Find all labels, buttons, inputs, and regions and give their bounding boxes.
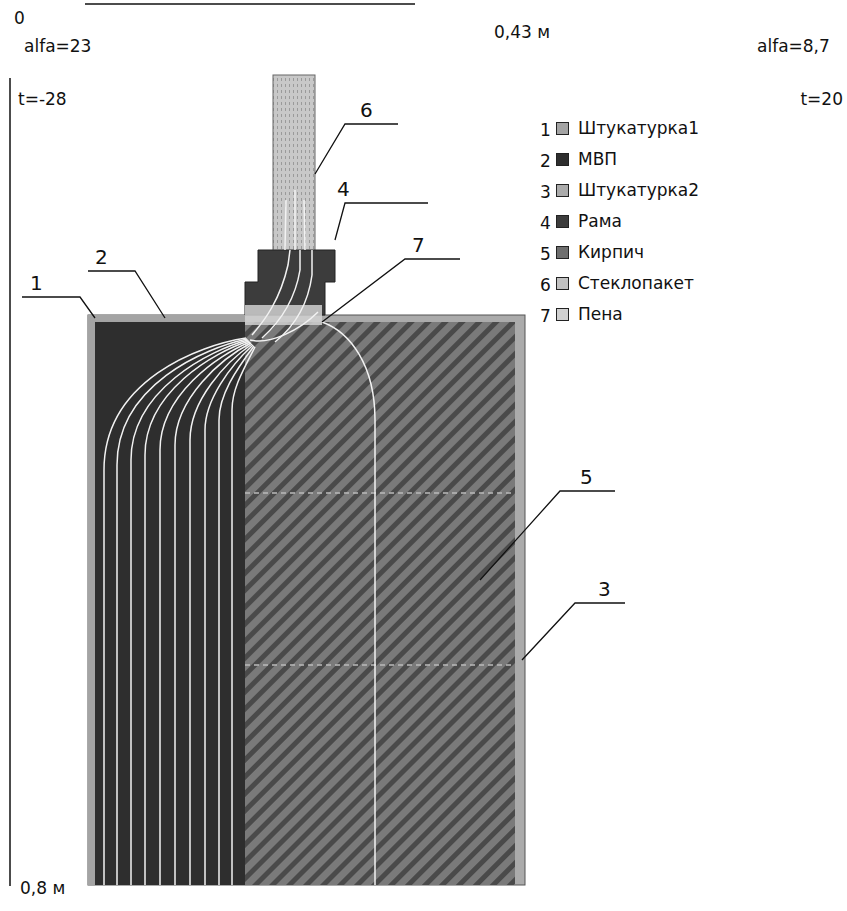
callout-number: 2: [95, 247, 108, 267]
isotherms: [104, 190, 375, 885]
foam-region: [245, 305, 322, 325]
legend-text: Рама: [578, 212, 622, 232]
origin-label: 0: [14, 10, 25, 27]
legend-number: 2: [540, 153, 551, 170]
legend-number: 5: [540, 246, 551, 263]
legend-swatch: [556, 308, 569, 321]
heat-coefficient: alfa=23: [24, 38, 91, 55]
legend-text: Пена: [578, 305, 623, 325]
legend-swatch: [556, 184, 569, 197]
scale-line: [85, 3, 415, 5]
plaster-region: [88, 315, 525, 885]
legend-swatch: [556, 246, 569, 259]
callout-number: 4: [337, 179, 350, 199]
heat-coefficient: alfa=8,7: [757, 38, 830, 55]
callout-number: 5: [580, 467, 593, 487]
legend-number: 1: [540, 122, 551, 139]
mortar-joint: [245, 492, 515, 494]
temperature-label: t=20: [800, 91, 843, 108]
legend-text: Кирпич: [578, 243, 644, 263]
legend-swatch: [556, 122, 569, 135]
dimension-label: 0,8 м: [20, 880, 65, 897]
legend-swatch: [556, 277, 569, 290]
glazing-unit: [273, 75, 315, 255]
legend-text: Стеклопакет: [578, 274, 694, 294]
callout-number: 1: [30, 273, 43, 293]
legend-number: 7: [540, 308, 551, 325]
legend-text: МВП: [578, 150, 617, 170]
callout-number: 3: [598, 579, 611, 599]
legend-swatch: [556, 215, 569, 228]
callout-number: 7: [412, 235, 425, 255]
dimension-label: 0,43 м: [494, 24, 550, 41]
brick-region: [245, 322, 515, 885]
legend-text: Штукатурка2: [578, 181, 699, 201]
legend-swatch: [556, 153, 569, 166]
scale-line: [9, 78, 11, 886]
legend-number: 3: [540, 184, 551, 201]
temperature-label: t=-28: [18, 91, 67, 108]
legend-text: Штукатурка1: [578, 119, 699, 139]
callout-number: 6: [360, 100, 373, 120]
leader-lines: [22, 124, 625, 660]
legend-number: 6: [540, 277, 551, 294]
legend-number: 4: [540, 215, 551, 232]
mortar-joint: [245, 664, 515, 666]
